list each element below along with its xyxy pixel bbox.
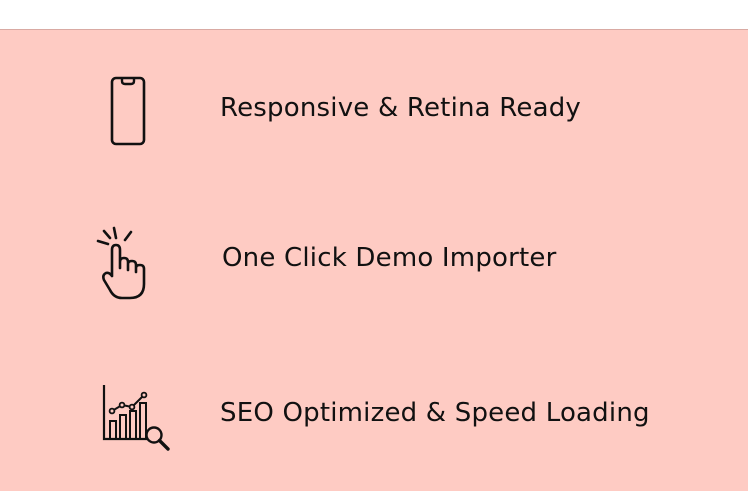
feature-label: SEO Optimized & Speed Loading (220, 398, 650, 428)
top-strip (0, 0, 748, 29)
click-hand-icon (96, 226, 146, 300)
smartphone-icon (110, 76, 146, 146)
feature-item-demo-importer: One Click Demo Importer (0, 220, 748, 300)
feature-item-seo: SEO Optimized & Speed Loading (0, 380, 748, 460)
features-panel: Responsive & Retina Ready One Click Demo… (0, 29, 748, 491)
feature-label: Responsive & Retina Ready (220, 93, 581, 123)
feature-label: One Click Demo Importer (222, 243, 557, 273)
feature-item-responsive: Responsive & Retina Ready (0, 70, 748, 150)
seo-chart-icon (102, 385, 170, 451)
